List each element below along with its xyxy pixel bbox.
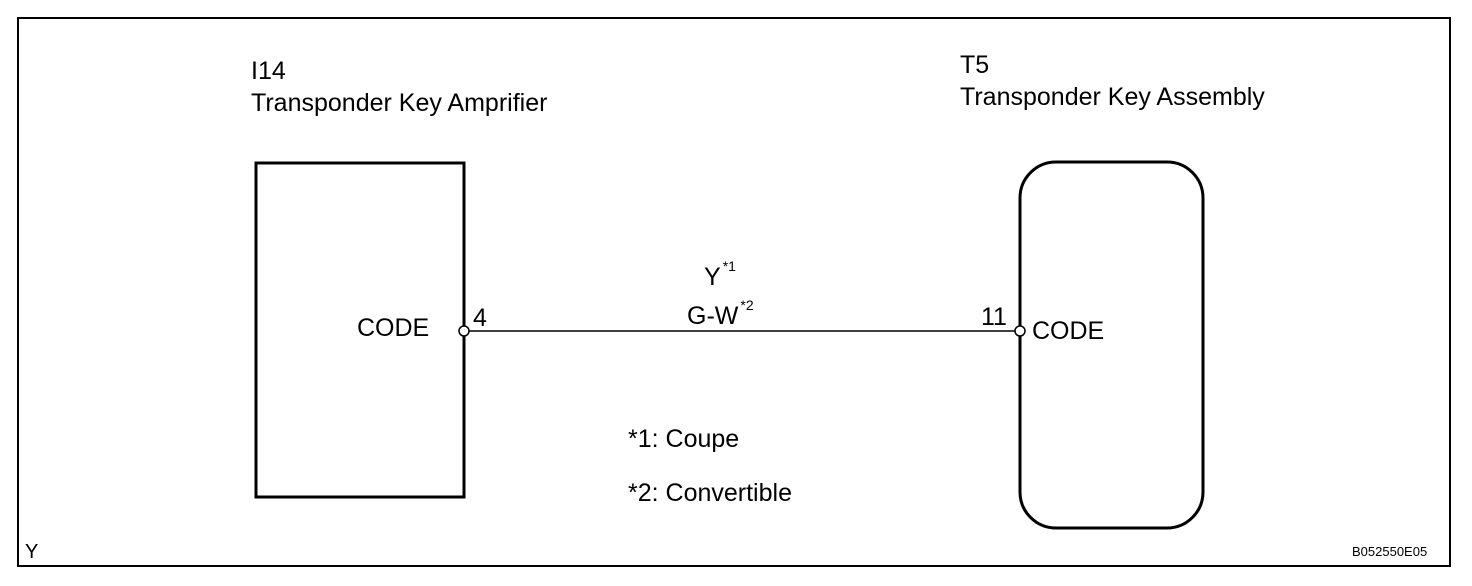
wire-color-code: G-W xyxy=(687,302,739,330)
figure-code: B052550E05 xyxy=(1352,544,1428,559)
left-terminal-label: CODE xyxy=(357,314,430,342)
terminal-4-connector xyxy=(458,325,470,337)
diagram-frame xyxy=(17,17,1451,567)
note-coupe: *1: Coupe xyxy=(628,425,740,453)
right-terminal-label: CODE xyxy=(1032,317,1105,345)
corner-label: Y xyxy=(25,541,39,563)
terminal-11-connector xyxy=(1014,325,1026,337)
wire-color-convertible: G-W*2 xyxy=(687,298,754,330)
right-pin-number: 11 xyxy=(981,303,1007,331)
wire-color-code: Y xyxy=(704,263,721,291)
right-component-id: T5 xyxy=(960,51,990,79)
right-component-name: Transponder Key Assembly xyxy=(960,83,1265,111)
left-pin-number: 4 xyxy=(473,304,487,332)
key-assembly-box xyxy=(1018,160,1205,530)
left-component-name: Transponder Key Amprifier xyxy=(251,89,548,117)
wire-color-ref: *1 xyxy=(722,258,736,274)
wire-color-ref: *2 xyxy=(740,297,754,313)
left-component-id: I14 xyxy=(251,57,286,85)
note-convertible: *2: Convertible xyxy=(628,479,792,507)
wire-color-coupe: Y*1 xyxy=(704,259,736,291)
